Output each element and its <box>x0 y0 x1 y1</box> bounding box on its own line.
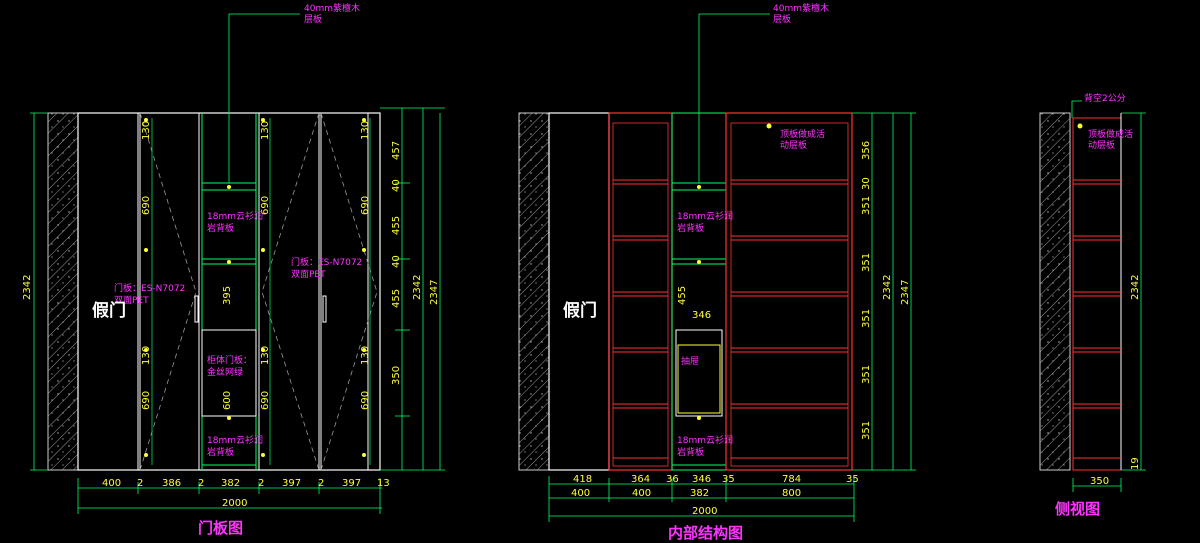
door-glass-label-2: 金丝网绿 <box>207 366 243 378</box>
door-view: 130 690 130 690 130 690 130 690 130 690 … <box>22 2 445 537</box>
door-right-total: 2342 <box>412 275 423 300</box>
door-view-title: 门板图 <box>198 519 243 537</box>
door-col2-dim-1: 130 <box>260 121 271 140</box>
interior-row1-dim-3: 36 <box>666 474 679 485</box>
door-left-height: 2342 <box>22 275 33 300</box>
door-mid-bottom-dim: 600 <box>222 391 233 410</box>
interior-row1-dim-5: 35 <box>722 474 735 485</box>
interior-right-carcass <box>725 112 853 471</box>
interior-row1-dim-1: 418 <box>573 474 592 485</box>
door-bottom-dim-4: 2 <box>198 478 204 489</box>
door-col3-dim-1: 130 <box>360 121 371 140</box>
interior-right-dim-12: 351 <box>861 421 872 440</box>
interior-row1-dim-6: 784 <box>782 474 801 485</box>
side-view-title: 侧视图 <box>1055 500 1100 518</box>
interior-row1-dim-4: 346 <box>692 474 711 485</box>
interior-row2-dim-4: 800 <box>782 488 801 499</box>
interior-mid-dim-1: 455 <box>677 286 688 305</box>
interior-drawer-label: 抽屉 <box>681 355 699 367</box>
side-height-dim: 2342 <box>1130 275 1141 300</box>
interior-right-dim-6: 351 <box>861 253 872 272</box>
interior-right-dim-8: 351 <box>861 309 872 328</box>
door-right-dim-5: 455 <box>391 289 402 308</box>
door-col2-dim-5: 690 <box>260 391 271 410</box>
door-far-right-total: 2347 <box>429 280 440 305</box>
door-col2-dim-2: 690 <box>260 196 271 215</box>
door-col2-dim-3: 130 <box>260 346 271 365</box>
interior-row1-dim-2: 364 <box>631 474 650 485</box>
interior-far-right-total: 2347 <box>900 280 911 305</box>
door-col1-dim-3: 130 <box>141 346 152 365</box>
door-right-dim-2: 40 <box>391 179 402 192</box>
interior-panel-top-1: 18mm云衫润 <box>677 210 733 222</box>
door-top-callout-2: 层板 <box>304 13 322 25</box>
interior-right-total: 2342 <box>882 275 893 300</box>
interior-panel-top-2: 岩背板 <box>677 222 704 234</box>
door-col1-dim-2: 690 <box>141 196 152 215</box>
interior-right-dim-10: 351 <box>861 365 872 384</box>
door-right-dim-4: 40 <box>391 255 402 268</box>
door-bottom-dim-5: 382 <box>221 478 240 489</box>
door-top-callout-1: 40mm紫檀木 <box>304 2 360 14</box>
door-glass-label-1: 柜体门板： <box>207 354 252 366</box>
door-total-width: 2000 <box>222 498 247 509</box>
door-bottom-dim-9: 397 <box>342 478 361 489</box>
interior-shelf-callout-2: 动层板 <box>780 139 807 151</box>
door-mid-dim-1: 395 <box>222 286 233 305</box>
side-view: 背空2公分 顶板做成活 动层板 2342 19 350 侧视图 <box>1039 92 1146 518</box>
interior-panel-bottom-2: 岩背板 <box>677 446 704 458</box>
door-col1-dim-1: 130 <box>141 121 152 140</box>
side-carcass <box>1072 117 1122 471</box>
interior-total-width: 2000 <box>692 506 717 517</box>
door-bottom-dim-7: 397 <box>282 478 301 489</box>
side-shelf-callout-2: 动层板 <box>1088 139 1115 151</box>
door-panel-label-bottom-1: 18mm云衫润 <box>207 434 263 446</box>
interior-view: 抽屉 40mm紫檀木 层板 顶板做成活 动层板 18mm云衫润 岩背板 18mm… <box>518 2 916 542</box>
interior-mid-dim-2: 346 <box>692 310 711 321</box>
interior-shelf-callout-1: 顶板做成活 <box>780 128 825 140</box>
door-right-dim-6: 350 <box>391 366 402 385</box>
interior-row1-dim-7: 35 <box>846 474 859 485</box>
door-bottom-dim-6: 2 <box>258 478 264 489</box>
side-top-note: 背空2公分 <box>1084 92 1126 104</box>
side-bottom-small: 19 <box>1130 457 1141 470</box>
door-col3-dim-3: 130 <box>360 346 371 365</box>
door-bottom-dim-10: 13 <box>377 478 390 489</box>
door-panel-label-top-2: 岩背板 <box>207 222 234 234</box>
interior-top-callout-1: 40mm紫檀木 <box>773 2 829 14</box>
interior-right-dim-4: 351 <box>861 196 872 215</box>
door-right-dim-1: 457 <box>391 141 402 160</box>
door-panel-label-top-1: 18mm云衫润 <box>207 210 263 222</box>
interior-fake-door-label: 假门 <box>563 300 597 321</box>
door-label-2b: 双面PET <box>291 269 326 280</box>
side-shelf-callout-1: 顶板做成活 <box>1088 128 1133 140</box>
door-bottom-dim-2: 2 <box>137 478 143 489</box>
door-right-dim-3: 455 <box>391 216 402 235</box>
door-label-1b: 双面PET <box>114 295 149 306</box>
side-bottom-dim: 350 <box>1090 476 1109 487</box>
interior-view-title: 内部结构图 <box>668 524 743 542</box>
interior-row2-dim-2: 400 <box>632 488 651 499</box>
door-bottom-dim-8: 2 <box>318 478 324 489</box>
interior-row2-dim-1: 400 <box>571 488 590 499</box>
door-col1-dim-5: 690 <box>141 391 152 410</box>
door-label-1a: 门板：ES-N7072 <box>114 282 185 294</box>
interior-right-dim-2: 356 <box>861 141 872 160</box>
interior-panel-bottom-1: 18mm云衫润 <box>677 434 733 446</box>
door-panel-label-bottom-2: 岩背板 <box>207 446 234 458</box>
interior-row2-dim-3: 382 <box>690 488 709 499</box>
door-bottom-dim-3: 386 <box>162 478 181 489</box>
door-col3-dim-2: 690 <box>360 196 371 215</box>
door-col3-dim-5: 690 <box>360 391 371 410</box>
door-bottom-dim-1: 400 <box>102 478 121 489</box>
door-label-2a: 门板：ES-N7072 <box>291 256 362 268</box>
interior-top-callout-2: 层板 <box>773 13 791 25</box>
interior-right-dim-3: 30 <box>861 177 872 190</box>
door-fake-door-label: 假门 <box>92 300 126 321</box>
